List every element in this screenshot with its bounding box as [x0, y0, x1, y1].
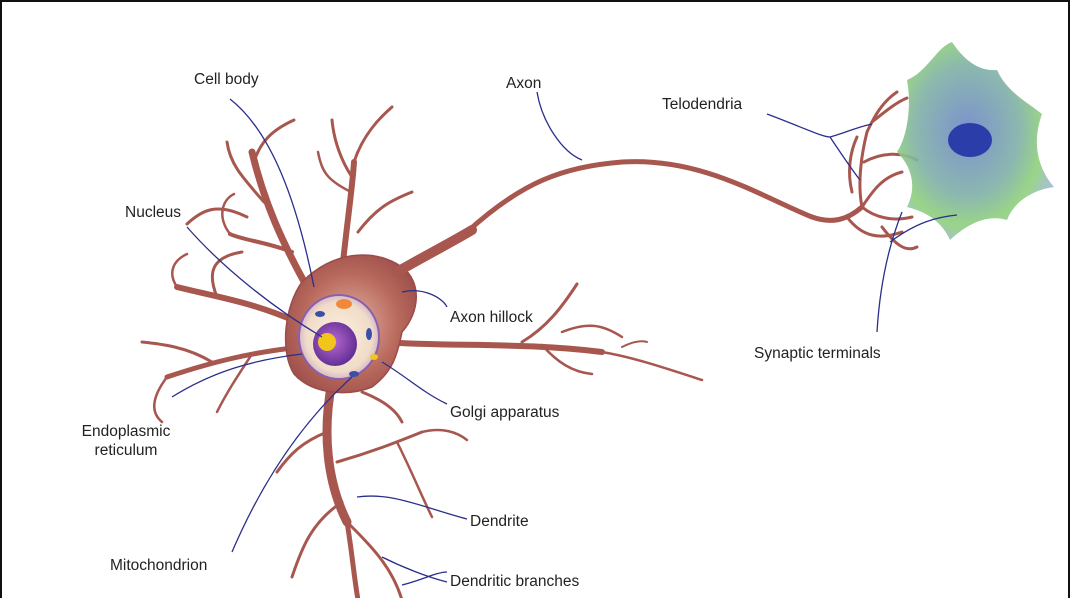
- label-dendrite: Dendrite: [470, 512, 529, 531]
- label-cell-body: Cell body: [194, 70, 259, 89]
- label-dendritic-branches: Dendritic branches: [450, 572, 579, 591]
- label-endoplasmic-reticulum: Endoplasmic reticulum: [72, 422, 180, 460]
- label-axon-hillock: Axon hillock: [450, 308, 533, 327]
- label-telodendria: Telodendria: [662, 95, 742, 114]
- target-nucleus: [948, 123, 992, 157]
- label-axon: Axon: [506, 74, 541, 93]
- label-synaptic-terminals: Synaptic terminals: [754, 344, 881, 363]
- label-endoplasmic-line2: reticulum: [72, 441, 180, 460]
- dendrites: [142, 107, 702, 598]
- label-nucleus: Nucleus: [125, 203, 181, 222]
- telodendria-shape: [847, 92, 917, 249]
- axon-shape: [467, 162, 862, 232]
- label-golgi-apparatus: Golgi apparatus: [450, 403, 559, 422]
- label-endoplasmic-line1: Endoplasmic: [72, 422, 180, 441]
- label-mitochondrion: Mitochondrion: [110, 556, 207, 575]
